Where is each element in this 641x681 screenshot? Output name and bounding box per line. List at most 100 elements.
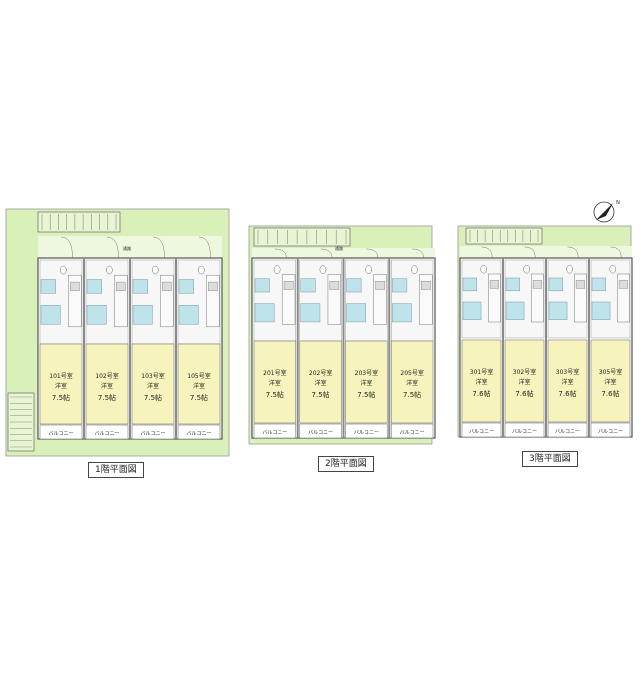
main-room <box>85 343 129 425</box>
room-type: 洋室 <box>147 382 159 390</box>
washbasin <box>178 279 194 294</box>
room-size: 7.6帖 <box>558 389 576 398</box>
room-size: 7.5帖 <box>98 393 116 402</box>
washbasin <box>346 278 362 293</box>
entrance-door <box>106 236 119 259</box>
main-room <box>547 339 588 423</box>
floor-plan-2f: 通路201号室洋室7.5帖バルコニー202号室洋室7.5帖バルコニー203号室洋… <box>248 225 436 445</box>
room-size: 7.5帖 <box>52 393 70 402</box>
room-size: 7.5帖 <box>266 390 284 399</box>
room-type: 洋室 <box>269 379 281 387</box>
toilet <box>152 265 159 275</box>
entrance-door <box>481 246 493 259</box>
bathtub <box>254 303 275 323</box>
floor-plan-1f: 通路101号室洋室7.5帖バルコニー102号室洋室7.5帖バルコニー103号室洋… <box>5 208 230 457</box>
corridor <box>460 246 632 258</box>
room-type: 洋室 <box>55 382 67 390</box>
washbasin <box>392 278 408 293</box>
balcony-label: バルコニー <box>555 429 580 435</box>
room-size: 7.5帖 <box>403 390 421 399</box>
floor-label-2f: 2階平面図 <box>318 456 374 472</box>
corridor <box>38 236 222 258</box>
balcony-label: バルコニー <box>95 431 120 437</box>
corridor-label: 通路 <box>335 245 343 251</box>
entrance-door <box>60 236 73 259</box>
sink <box>532 280 542 289</box>
main-room <box>131 343 175 425</box>
toilet <box>60 265 67 275</box>
unit-number: 205号室 <box>400 369 423 377</box>
main-room <box>590 339 631 423</box>
toilet <box>106 265 113 275</box>
toilet <box>198 265 205 275</box>
entrance-door <box>320 248 333 259</box>
entrance-door <box>412 248 424 259</box>
washbasin <box>505 277 521 292</box>
balcony <box>504 422 545 438</box>
main-room <box>177 343 221 425</box>
sink <box>489 280 499 289</box>
balcony <box>299 423 342 439</box>
bathtub <box>132 305 153 325</box>
unit-number: 201号室 <box>263 369 286 377</box>
bathtub <box>505 301 525 320</box>
washbasin <box>548 277 564 292</box>
sink <box>115 281 126 291</box>
balcony <box>177 424 221 440</box>
toilet <box>566 264 573 274</box>
room-type: 洋室 <box>101 382 113 390</box>
corridor <box>252 248 435 258</box>
balcony <box>85 424 129 440</box>
north-arrow-needle <box>596 203 613 220</box>
room-type: 洋室 <box>406 379 418 387</box>
unit-number: 203号室 <box>355 369 378 377</box>
entrance-door <box>567 246 579 259</box>
balcony-label: バルコニー <box>400 430 425 436</box>
main-room <box>39 343 83 425</box>
room-type: 洋室 <box>193 382 205 390</box>
sink <box>375 281 385 290</box>
main-room <box>299 340 342 424</box>
unit-number: 101号室 <box>49 372 72 380</box>
room-type: 洋室 <box>475 378 487 386</box>
entrance-door <box>198 236 211 259</box>
balcony-label: バルコニー <box>49 431 74 437</box>
room-size: 7.6帖 <box>515 389 533 398</box>
washbasin <box>254 278 270 293</box>
floor-plan-3f: 301号室洋室7.6帖バルコニー302号室洋室7.6帖バルコニー303号室洋室7… <box>457 225 633 438</box>
unit-number: 202号室 <box>309 369 332 377</box>
toilet <box>480 264 487 274</box>
balcony <box>345 423 388 439</box>
sink <box>421 281 431 290</box>
sink <box>283 281 294 290</box>
main-room <box>390 340 434 424</box>
sink <box>575 280 585 289</box>
room-type: 洋室 <box>561 378 573 386</box>
unit-number: 301号室 <box>470 368 493 376</box>
balcony-label: バルコニー <box>187 431 212 437</box>
unit-number: 103号室 <box>141 372 164 380</box>
toilet <box>319 265 327 274</box>
north-symbol: N <box>616 200 620 206</box>
room-type: 洋室 <box>604 378 616 386</box>
entrance-door <box>274 248 287 259</box>
toilet <box>523 264 530 274</box>
balcony <box>39 424 83 440</box>
toilet <box>273 265 281 274</box>
room-size: 7.5帖 <box>144 393 162 402</box>
floor-label-3f: 3階平面図 <box>522 451 578 467</box>
floor-label-1f: 1階平面図 <box>88 462 144 478</box>
main-room <box>253 340 297 424</box>
entrance-door <box>152 236 165 259</box>
bathtub <box>40 305 61 325</box>
balcony <box>547 422 588 438</box>
